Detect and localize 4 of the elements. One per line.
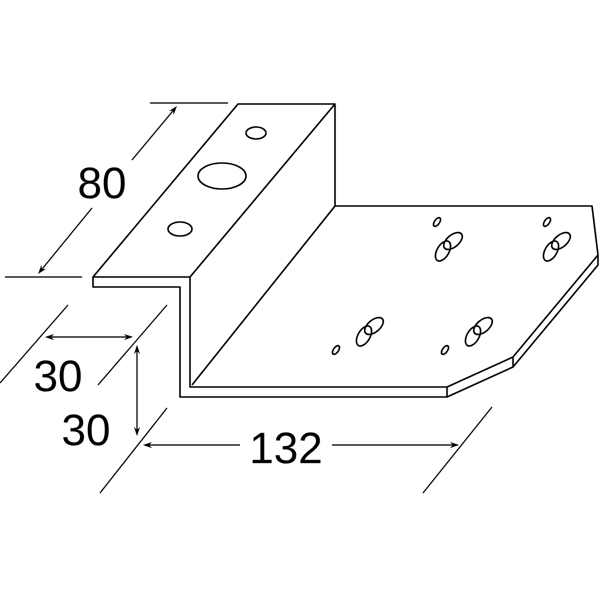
dimension-label: 80 (79, 167, 125, 199)
dimension-label: 30 (35, 360, 81, 392)
dimension-label: 30 (63, 414, 109, 446)
dimension-label: 132 (252, 432, 320, 464)
